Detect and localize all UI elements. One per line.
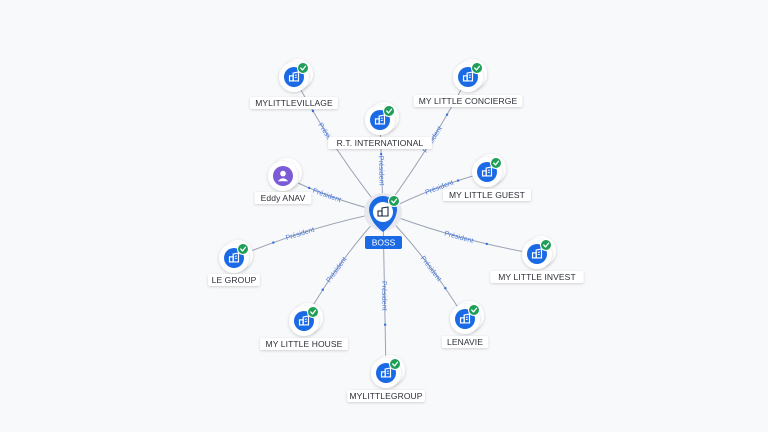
node-label-bg: [328, 137, 432, 149]
node-label: MY LITTLE HOUSE: [266, 339, 343, 349]
node-le-group[interactable]: LE GROUP: [208, 240, 260, 286]
node-label: MYLITTLEGROUP: [349, 391, 422, 401]
node-my-little-invest[interactable]: MY LITTLE INVEST: [490, 236, 584, 283]
verified-badge: [308, 307, 318, 317]
node-label-bg: [490, 271, 584, 283]
edge-arrow: [321, 288, 324, 291]
node-label: MY LITTLE CONCIERGE: [419, 96, 518, 106]
edge-label: Président: [285, 227, 315, 242]
verified-badge: [238, 244, 248, 254]
node-eddy-anav[interactable]: Eddy ANAV: [254, 158, 312, 204]
node-label-bg: [443, 189, 531, 201]
check-icon: [391, 198, 398, 204]
node-label: MYLITTLEVILLAGE: [255, 98, 333, 108]
verified-badge: [469, 305, 479, 315]
node-label: MY LITTLE INVEST: [498, 272, 576, 282]
edge-arrow: [445, 113, 449, 116]
node-label-bg: [413, 95, 523, 107]
edge-arrow: [456, 179, 460, 182]
verified-badge: [390, 359, 400, 369]
node-label-bg: [254, 192, 312, 204]
node-my-little-concierge[interactable]: MY LITTLE CONCIERGE: [413, 59, 523, 107]
node-label: Eddy ANAV: [261, 193, 306, 203]
edge-line: [382, 211, 538, 255]
building-icon: [377, 206, 389, 217]
check-icon: [474, 65, 481, 71]
verified-badge: [298, 63, 308, 73]
node-label: R.T. INTERNATIONAL: [337, 138, 424, 148]
edge-arrow: [444, 286, 447, 290]
edge-arrow: [379, 152, 383, 156]
check-icon: [386, 108, 393, 114]
person-icon: [273, 166, 293, 186]
edge-arrow: [485, 242, 489, 246]
edge-arrow: [383, 323, 387, 326]
check-icon: [240, 246, 247, 252]
center-node[interactable]: BOSS: [364, 193, 402, 249]
check-icon: [493, 160, 500, 166]
node-mylittlegroup[interactable]: MYLITTLEGROUP: [347, 355, 425, 402]
node-label: LENAVIE: [447, 337, 483, 347]
edge-label: Président: [312, 188, 342, 205]
edge-label: Président: [326, 256, 349, 284]
check-icon: [310, 309, 317, 315]
center-label: BOSS: [372, 238, 396, 248]
edge-arrow: [307, 186, 311, 190]
edge-arrow: [311, 109, 315, 113]
node-my-little-guest[interactable]: MY LITTLE GUEST: [443, 154, 531, 201]
verified-badge: [491, 158, 501, 168]
node-label-bg: [347, 390, 425, 402]
edge-label: Président: [377, 156, 385, 186]
verified-badge: [472, 63, 482, 73]
verified-badge: [384, 106, 394, 116]
node-label-bg: [441, 336, 489, 348]
node-label-bg: [208, 274, 260, 286]
nodes-layer: MYLITTLEVILLAGE R.T. INTERNATIONAL MY LITT…: [208, 59, 584, 402]
check-icon: [300, 65, 307, 71]
node-mylittlevillage[interactable]: MYLITTLEVILLAGE: [250, 59, 338, 109]
verified-badge: [541, 240, 551, 250]
check-icon: [392, 361, 399, 367]
node-lenavie[interactable]: LENAVIE: [441, 301, 489, 348]
node-my-little-house[interactable]: MY LITTLE HOUSE: [260, 303, 348, 350]
node-label: MY LITTLE GUEST: [449, 190, 525, 200]
edge-label: Président: [380, 281, 388, 311]
check-icon: [543, 242, 550, 248]
node-label: LE GROUP: [212, 275, 257, 285]
check-icon: [471, 307, 478, 313]
edge-arrow: [272, 241, 275, 244]
verified-badge: [389, 196, 399, 206]
node-rt-international[interactable]: R.T. INTERNATIONAL: [328, 102, 432, 149]
node-label-bg: [250, 97, 338, 109]
edge-label: Président: [419, 255, 443, 283]
center-label-bg: [365, 236, 402, 249]
node-label-bg: [260, 338, 348, 350]
edge-label: Président: [444, 230, 474, 245]
